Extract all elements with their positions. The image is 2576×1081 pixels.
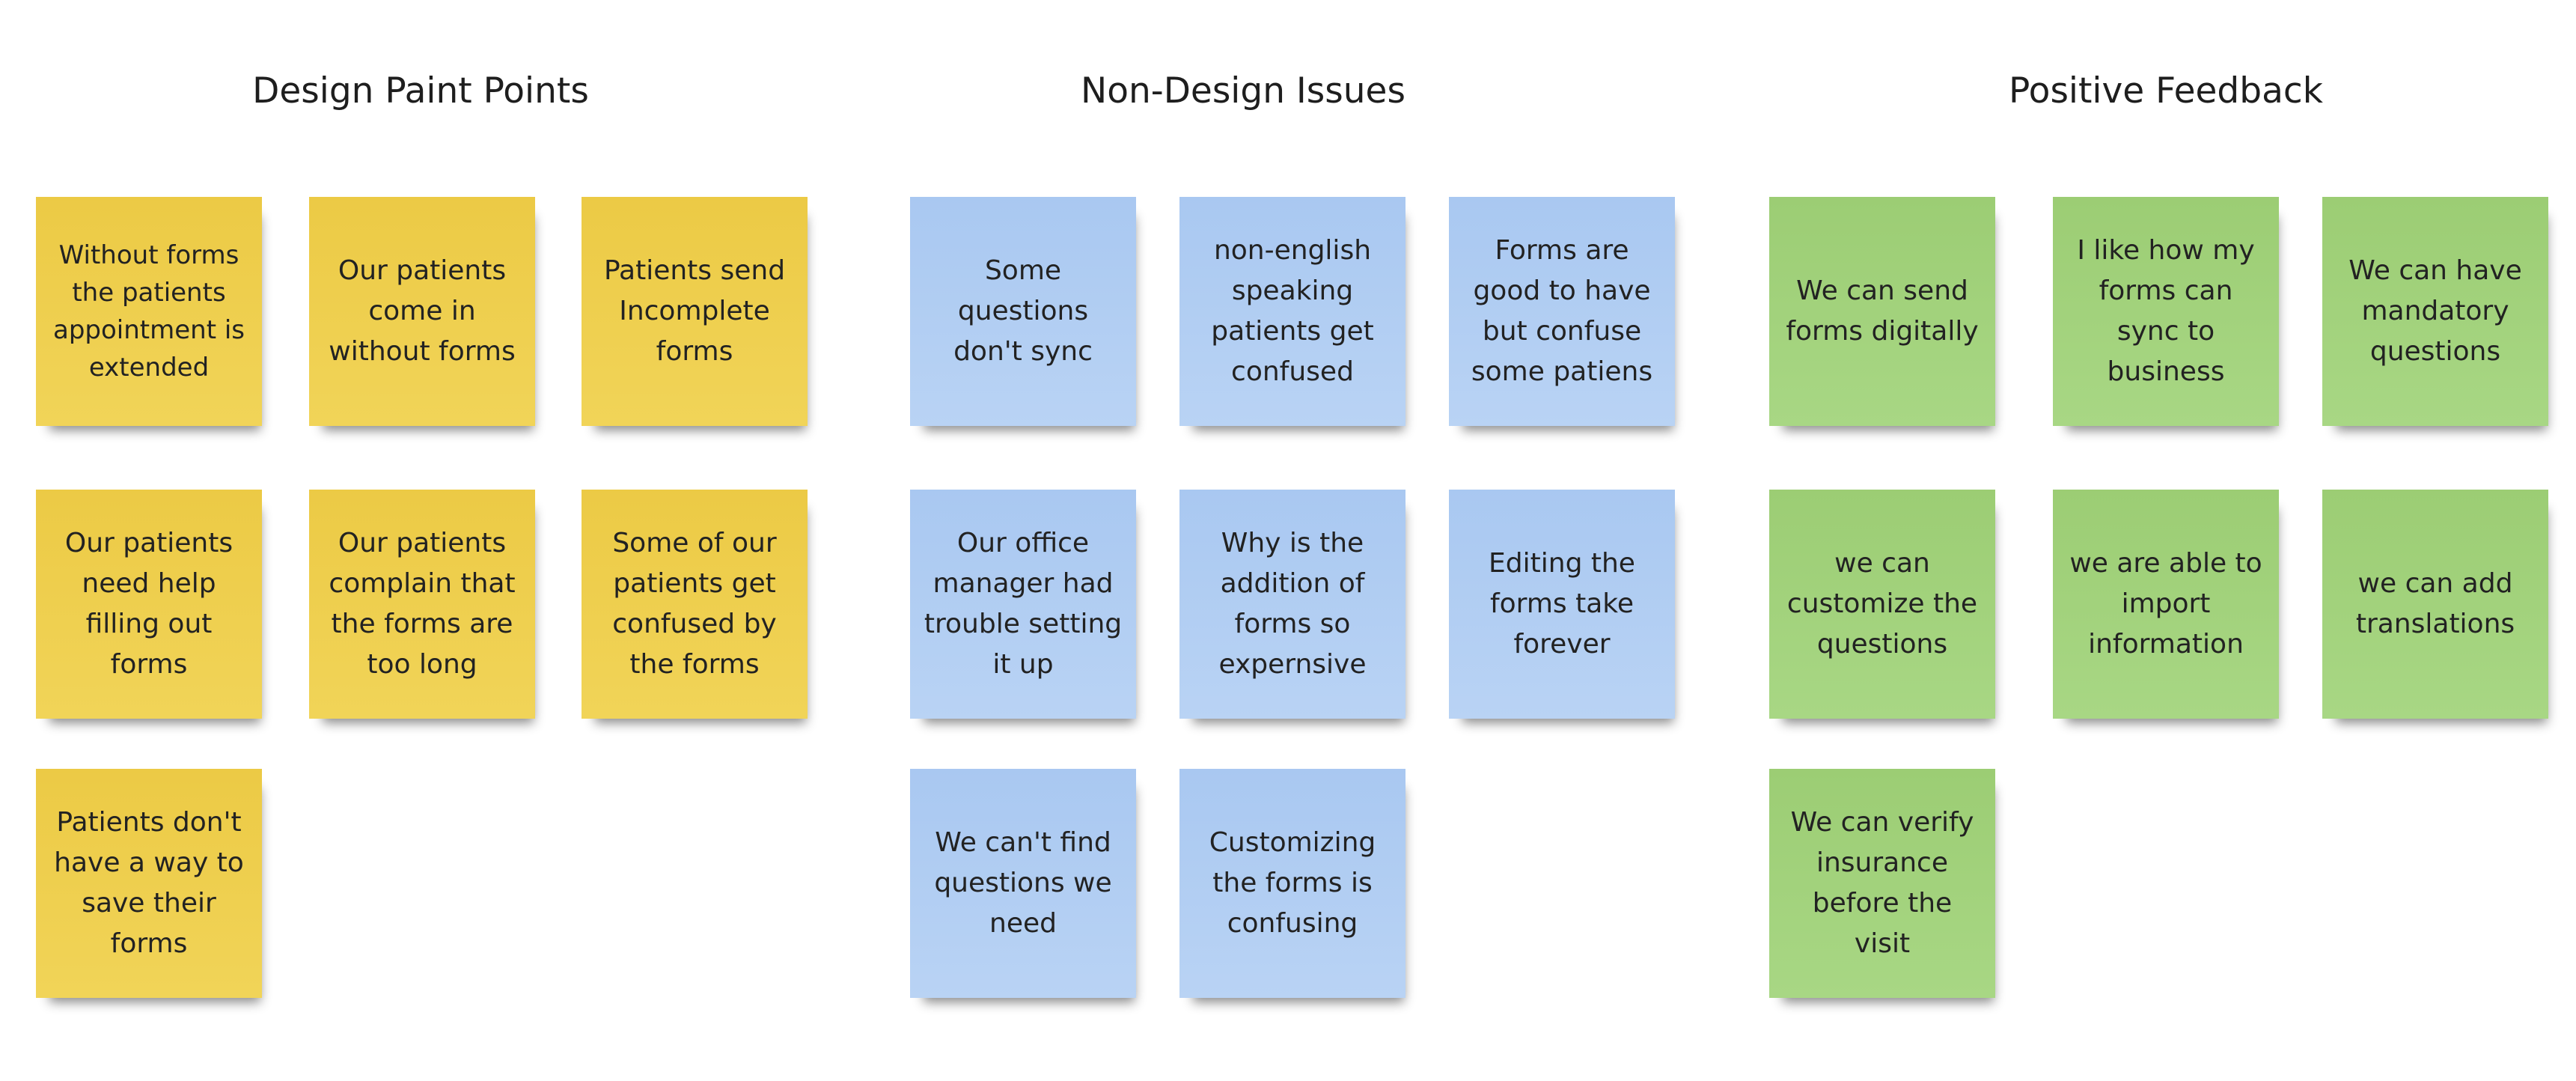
note-text: Patients don't have a way to save their … — [54, 807, 244, 959]
note-text: Patients send Incomplete forms — [603, 255, 786, 367]
sticky-note[interactable]: Patients send Incomplete forms — [582, 197, 808, 426]
note-text: I like how my forms can sync to business — [2077, 235, 2255, 387]
group-title-positive-feedback: Positive Feedback — [2009, 70, 2323, 112]
note-text: We can't find questions we need — [934, 827, 1112, 939]
sticky-note[interactable]: Without forms the patients appointment i… — [36, 197, 262, 426]
sticky-note[interactable]: Our office manager had trouble setting i… — [910, 490, 1136, 719]
note-text: Our patients come in without forms — [329, 255, 516, 367]
sticky-note[interactable]: Forms are good to have but confuse some … — [1449, 197, 1675, 426]
note-text: Some questions don't sync — [953, 255, 1093, 367]
note-text: Without forms the patients appointment i… — [52, 240, 245, 383]
sticky-note[interactable]: we can add translations — [2322, 490, 2548, 719]
sticky-note[interactable]: Patients don't have a way to save their … — [36, 769, 262, 998]
sticky-note[interactable]: Our patients need help filling out forms — [36, 490, 262, 719]
note-text: We can send forms digitally — [1786, 275, 1979, 347]
note-text: Our office manager had trouble setting i… — [924, 528, 1123, 680]
note-text: non-english speaking patients get confus… — [1211, 235, 1374, 387]
sticky-note[interactable]: we are able to import information — [2053, 490, 2279, 719]
note-text: Our patients need help filling out forms — [64, 528, 234, 680]
sticky-note[interactable]: Some questions don't sync — [910, 197, 1136, 426]
note-text: Editing the forms take forever — [1489, 548, 1635, 660]
sticky-note[interactable]: Customizing the forms is confusing — [1179, 769, 1405, 998]
sticky-note[interactable]: Our patients come in without forms — [309, 197, 535, 426]
note-text: we can customize the questions — [1786, 548, 1978, 660]
sticky-note[interactable]: I like how my forms can sync to business — [2053, 197, 2279, 426]
note-text: Some of our patients get confused by the… — [612, 528, 777, 680]
sticky-note[interactable]: We can verify insurance before the visit — [1769, 769, 1995, 998]
sticky-note[interactable]: We can send forms digitally — [1769, 197, 1995, 426]
sticky-note[interactable]: Our patients complain that the forms are… — [309, 490, 535, 719]
note-text: Forms are good to have but confuse some … — [1471, 235, 1653, 387]
group-title-non-design-issues: Non-Design Issues — [1081, 70, 1405, 112]
note-text: We can verify insurance before the visit — [1790, 807, 1974, 959]
sticky-note[interactable]: non-english speaking patients get confus… — [1179, 197, 1405, 426]
note-text: Why is the addition of forms so expernsi… — [1218, 528, 1367, 680]
note-text: Our patients complain that the forms are… — [329, 528, 516, 680]
group-title-design-pain-points: Design Paint Points — [252, 70, 589, 112]
sticky-note[interactable]: Editing the forms take forever — [1449, 490, 1675, 719]
sticky-note[interactable]: We can have mandatory questions — [2322, 197, 2548, 426]
sticky-note[interactable]: We can't find questions we need — [910, 769, 1136, 998]
note-text: we can add translations — [2355, 568, 2515, 639]
note-text: Customizing the forms is confusing — [1209, 827, 1376, 939]
sticky-note[interactable]: we can customize the questions — [1769, 490, 1995, 719]
note-text: we are able to import information — [2069, 548, 2262, 660]
sticky-note[interactable]: Some of our patients get confused by the… — [582, 490, 808, 719]
note-text: We can have mandatory questions — [2348, 255, 2522, 367]
sticky-note[interactable]: Why is the addition of forms so expernsi… — [1179, 490, 1405, 719]
